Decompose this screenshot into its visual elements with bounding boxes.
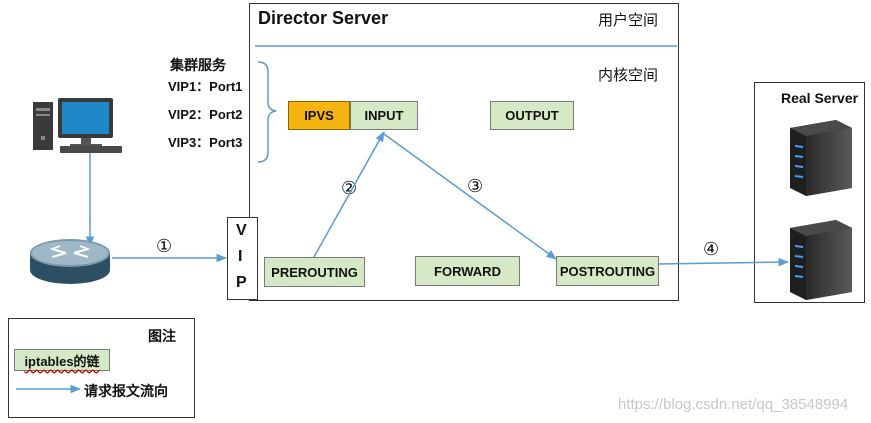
postrouting-to-server-arrow	[658, 257, 790, 267]
vip-box	[227, 217, 258, 300]
client-computer-icon	[33, 98, 122, 153]
postrouting-chain: POSTROUTING	[556, 256, 659, 286]
cluster-service-title: 集群服务	[170, 58, 226, 74]
real-server-title: Real Server	[781, 90, 859, 106]
step-1-marker: ①	[156, 236, 173, 257]
legend-chain-sample: iptables的链	[14, 349, 110, 371]
server-rack-icon-2	[790, 220, 852, 300]
ipvs-chain: IPVS	[288, 101, 350, 130]
vip1-label: VIP1：Port1	[168, 79, 243, 94]
cluster-brace	[257, 61, 277, 163]
output-chain: OUTPUT	[490, 101, 574, 130]
step-4-marker: ④	[703, 239, 720, 260]
forward-chain: FORWARD	[415, 256, 520, 286]
watermark: https://blog.csdn.net/qq_38548994	[618, 396, 849, 413]
input-chain: INPUT	[350, 101, 418, 130]
kernel-space-label: 内核空间	[598, 66, 659, 84]
vip-letter-i: I	[238, 248, 243, 265]
director-server-box	[249, 3, 679, 301]
prerouting-to-input-arrow	[313, 131, 385, 258]
vip3-label: VIP3：Port3	[168, 135, 243, 150]
director-server-title: Director Server	[258, 8, 389, 28]
vip-letter-p: P	[236, 274, 247, 291]
step-2-marker: ②	[341, 178, 358, 199]
server-rack-icon-1	[790, 120, 852, 196]
prerouting-chain: PREROUTING	[264, 257, 365, 287]
vip-letter-v: V	[236, 222, 247, 239]
legend-title: 图注	[148, 329, 176, 345]
router-icon	[30, 239, 110, 284]
vip2-label: VIP2：Port2	[168, 107, 243, 122]
input-to-postrouting-arrow	[383, 133, 557, 260]
legend-flow-label: 请求报文流向	[84, 384, 168, 400]
step-3-marker: ③	[467, 176, 484, 197]
user-space-label: 用户空间	[598, 11, 659, 29]
